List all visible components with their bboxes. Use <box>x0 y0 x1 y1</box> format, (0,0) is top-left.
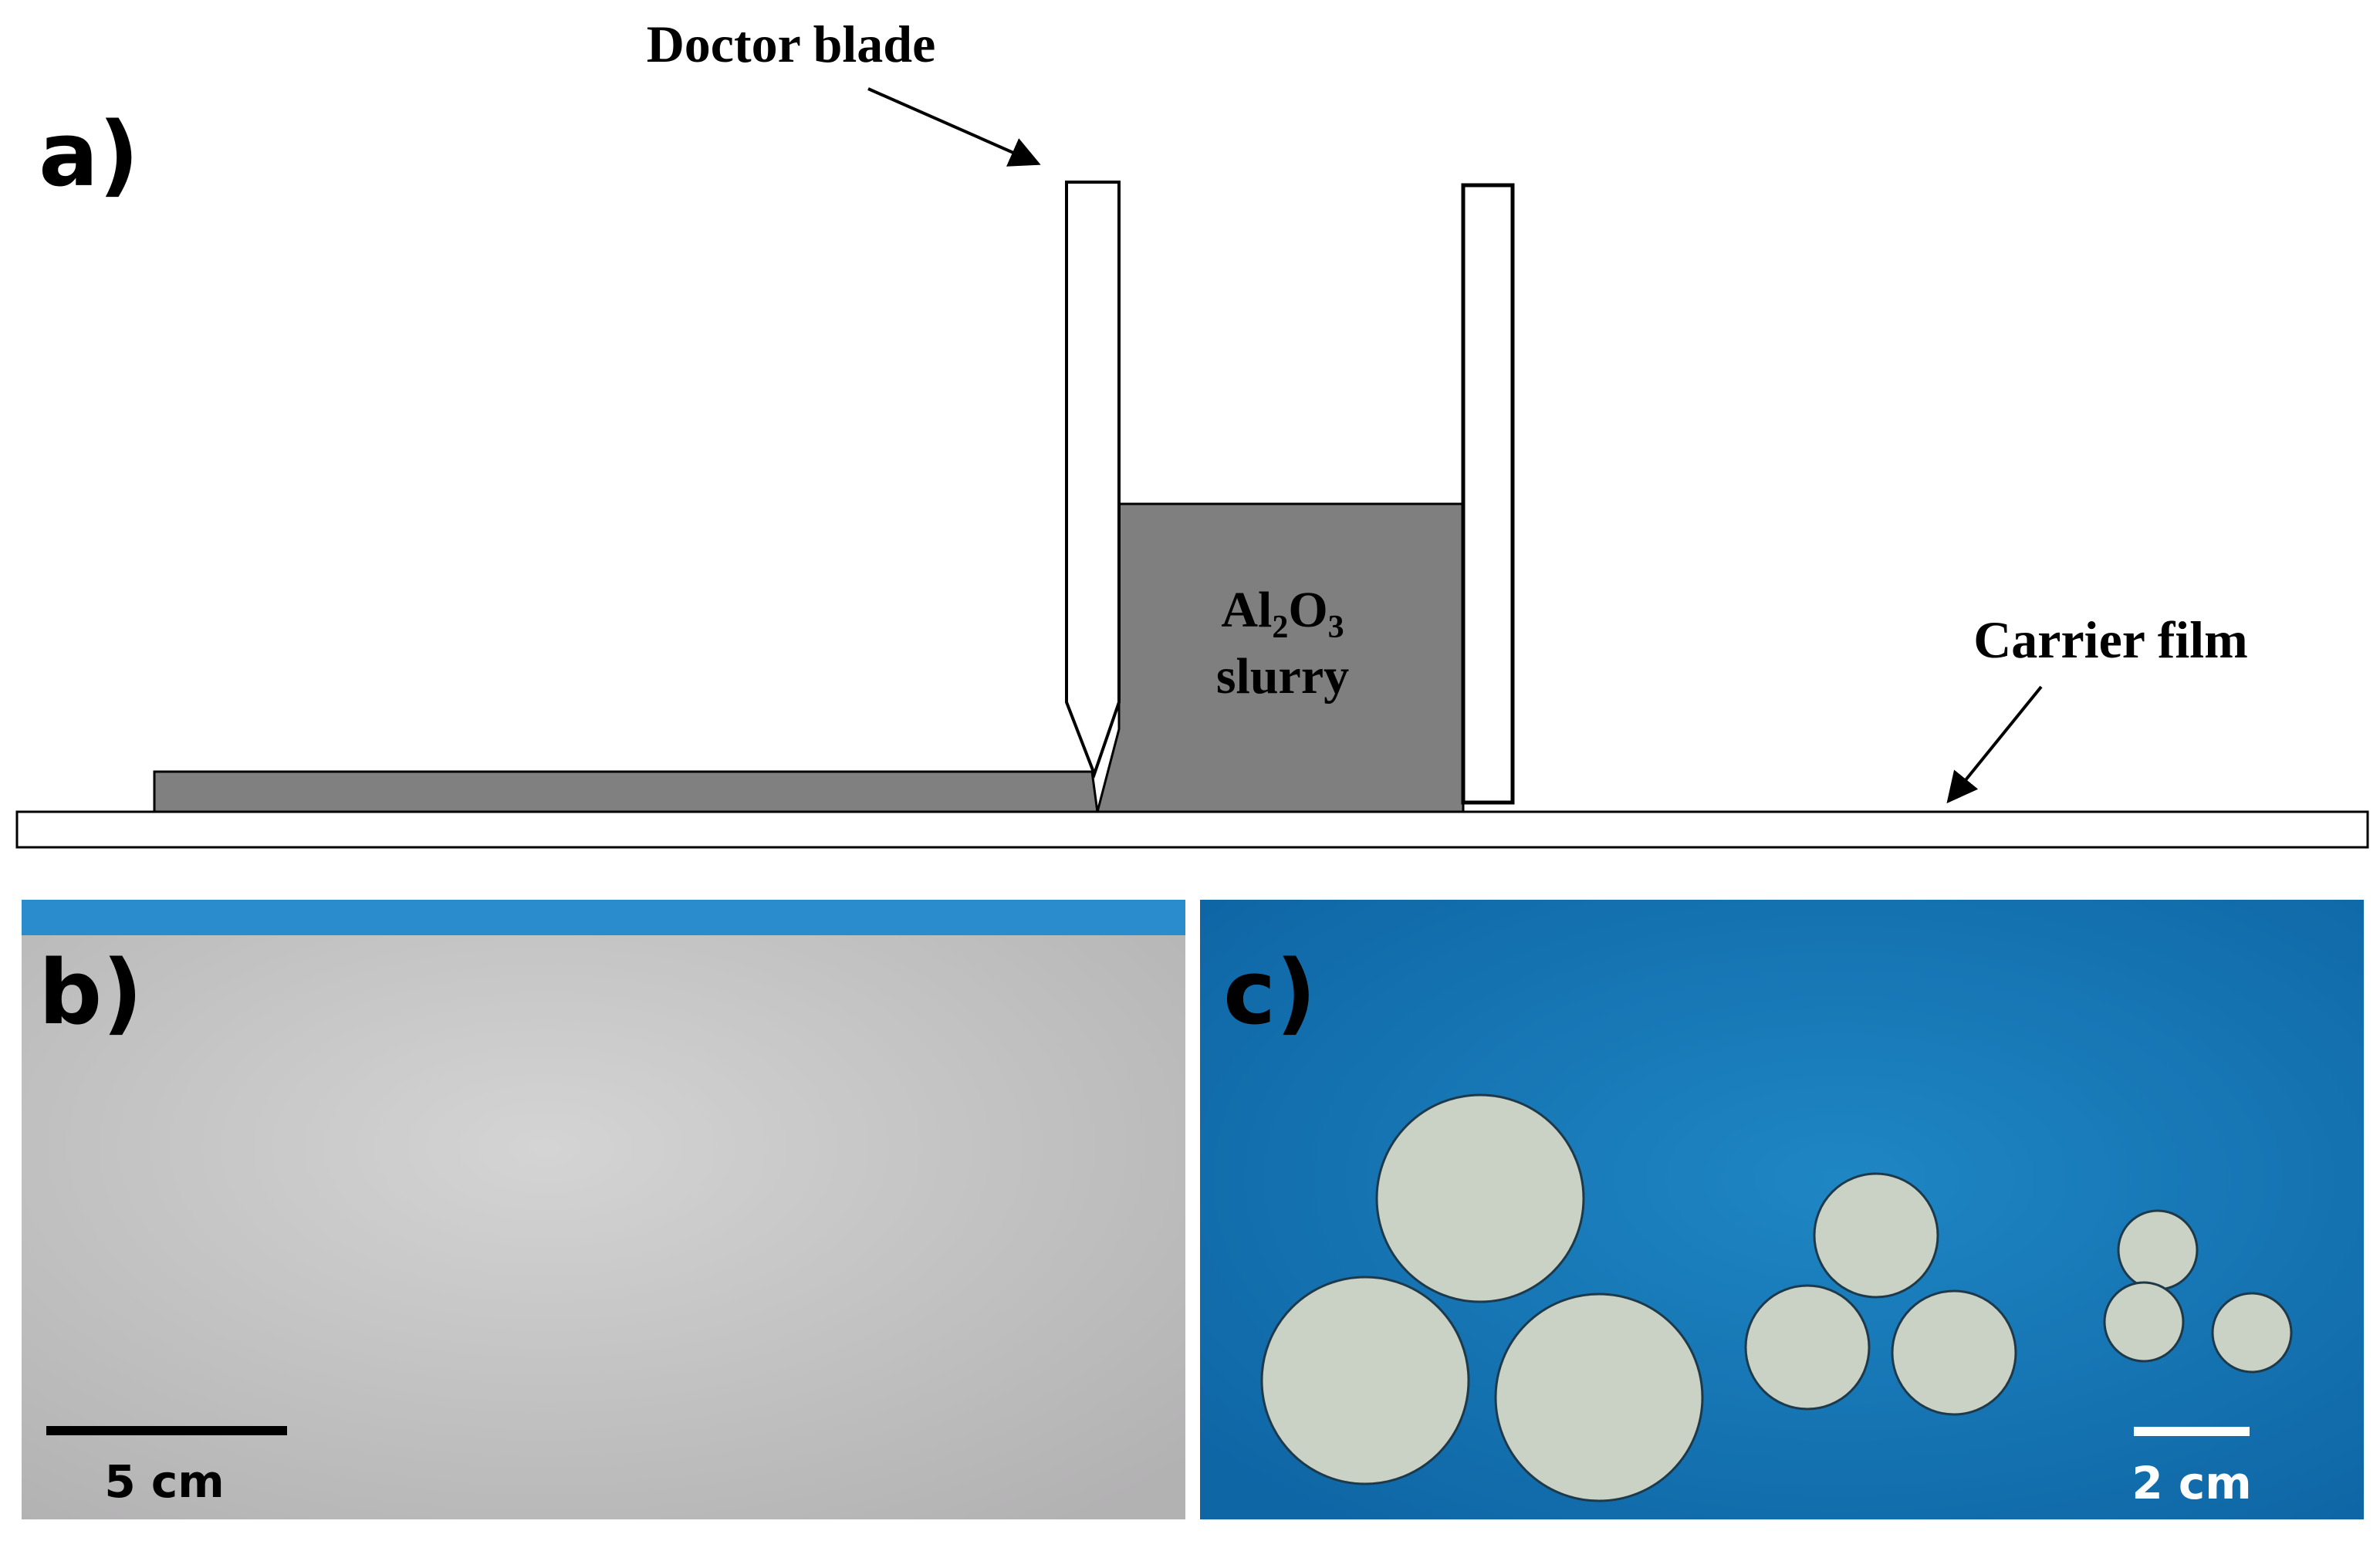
panel-a-schematic: a) Al2O3 slurry Doctor blade Carrier fil… <box>15 15 2369 849</box>
small-disc <box>2211 1292 2293 1374</box>
scale-bar-b <box>46 1426 287 1435</box>
doctor-blade <box>1065 181 1121 779</box>
panel-b-label: b) <box>39 941 143 1045</box>
panel-c-photo: c) 2 cm <box>1200 900 2364 1519</box>
slurry-formula: Al2O3 <box>1221 582 1344 645</box>
small-disc <box>2117 1209 2199 1291</box>
carrier-film-label: Carrier film <box>1973 610 2248 669</box>
large-disc <box>1260 1276 1470 1485</box>
blue-background-strip <box>22 900 1185 935</box>
slurry-word: slurry <box>1216 648 1349 705</box>
scale-bar-c-label: 2 cm <box>2132 1457 2251 1509</box>
slurry-formula-sub2: 3 <box>1328 610 1344 645</box>
slurry-formula-o: O <box>1288 582 1327 638</box>
slurry-formula-sub1: 2 <box>1272 610 1288 645</box>
scale-bar-b-label: 5 cm <box>104 1455 224 1508</box>
doctor-blade-arrow <box>867 87 1041 167</box>
carrier-film-arrow <box>1946 685 2043 804</box>
panel-b-photo: b) 5 cm <box>22 900 1185 1519</box>
tape-sheet-photo <box>22 900 1185 1519</box>
medium-disc <box>1891 1289 2017 1416</box>
large-disc <box>1375 1093 1585 1303</box>
slurry-formula-al: Al <box>1221 582 1272 638</box>
panel-c-label: c) <box>1223 941 1317 1045</box>
carrier-film <box>15 810 2369 849</box>
scale-bar-c <box>2134 1427 2250 1436</box>
reservoir-back-wall <box>1461 183 1515 805</box>
large-disc <box>1494 1293 1704 1502</box>
medium-disc <box>1744 1284 1871 1411</box>
medium-disc <box>1813 1172 1939 1299</box>
cast-tape-layer <box>153 770 1099 813</box>
doctor-blade-label: Doctor blade <box>647 15 936 73</box>
panel-a-label: a) <box>39 103 139 207</box>
small-disc <box>2103 1281 2185 1363</box>
